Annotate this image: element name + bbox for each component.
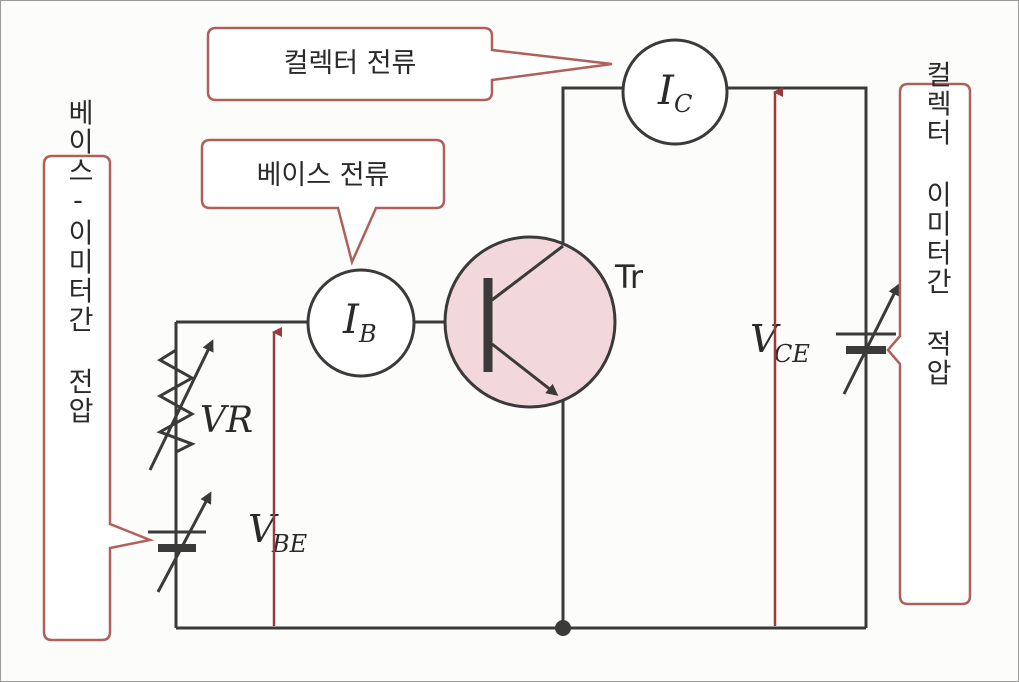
collector-current-callout: 컬렉터 전류 — [206, 26, 613, 102]
base-emitter-voltage-text: 베이스-이미터간 전압 — [63, 99, 94, 426]
transistor: Tr — [443, 235, 644, 409]
base-current-meter: I B — [306, 268, 416, 378]
variable-resistor — [148, 335, 214, 471]
vce-label: V CE — [750, 317, 810, 368]
collector-variable-battery — [836, 283, 900, 395]
circuit-wires — [174, 86, 868, 630]
base-meter-subscript: B — [358, 320, 377, 348]
collector-current-meter: I C — [621, 38, 729, 146]
base-current-text: 베이스 전류 — [257, 160, 390, 191]
collector-emitter-voltage-callout: 컬렉터 이미터간 적압 — [886, 61, 972, 606]
vbe-label: V BE — [248, 507, 308, 558]
collector-emitter-voltage-text: 컬렉터 이미터간 적압 — [921, 61, 952, 388]
base-current-callout: 베이스 전류 — [200, 138, 446, 266]
collector-meter-subscript: C — [674, 90, 692, 118]
base-emitter-voltage-callout: 베이스-이미터간 전압 — [42, 99, 155, 642]
collector-meter-symbol: I — [657, 68, 675, 114]
transistor-label: Tr — [614, 258, 644, 296]
base-variable-battery — [148, 491, 212, 593]
junction-dot — [555, 620, 571, 636]
collector-current-text: 컬렉터 전류 — [284, 48, 417, 79]
voltage-arrows — [272, 87, 783, 626]
vce-subscript: CE — [774, 340, 810, 368]
vbe-subscript: BE — [271, 530, 308, 558]
vr-label: VR — [200, 400, 253, 441]
base-meter-symbol: I — [342, 297, 360, 343]
